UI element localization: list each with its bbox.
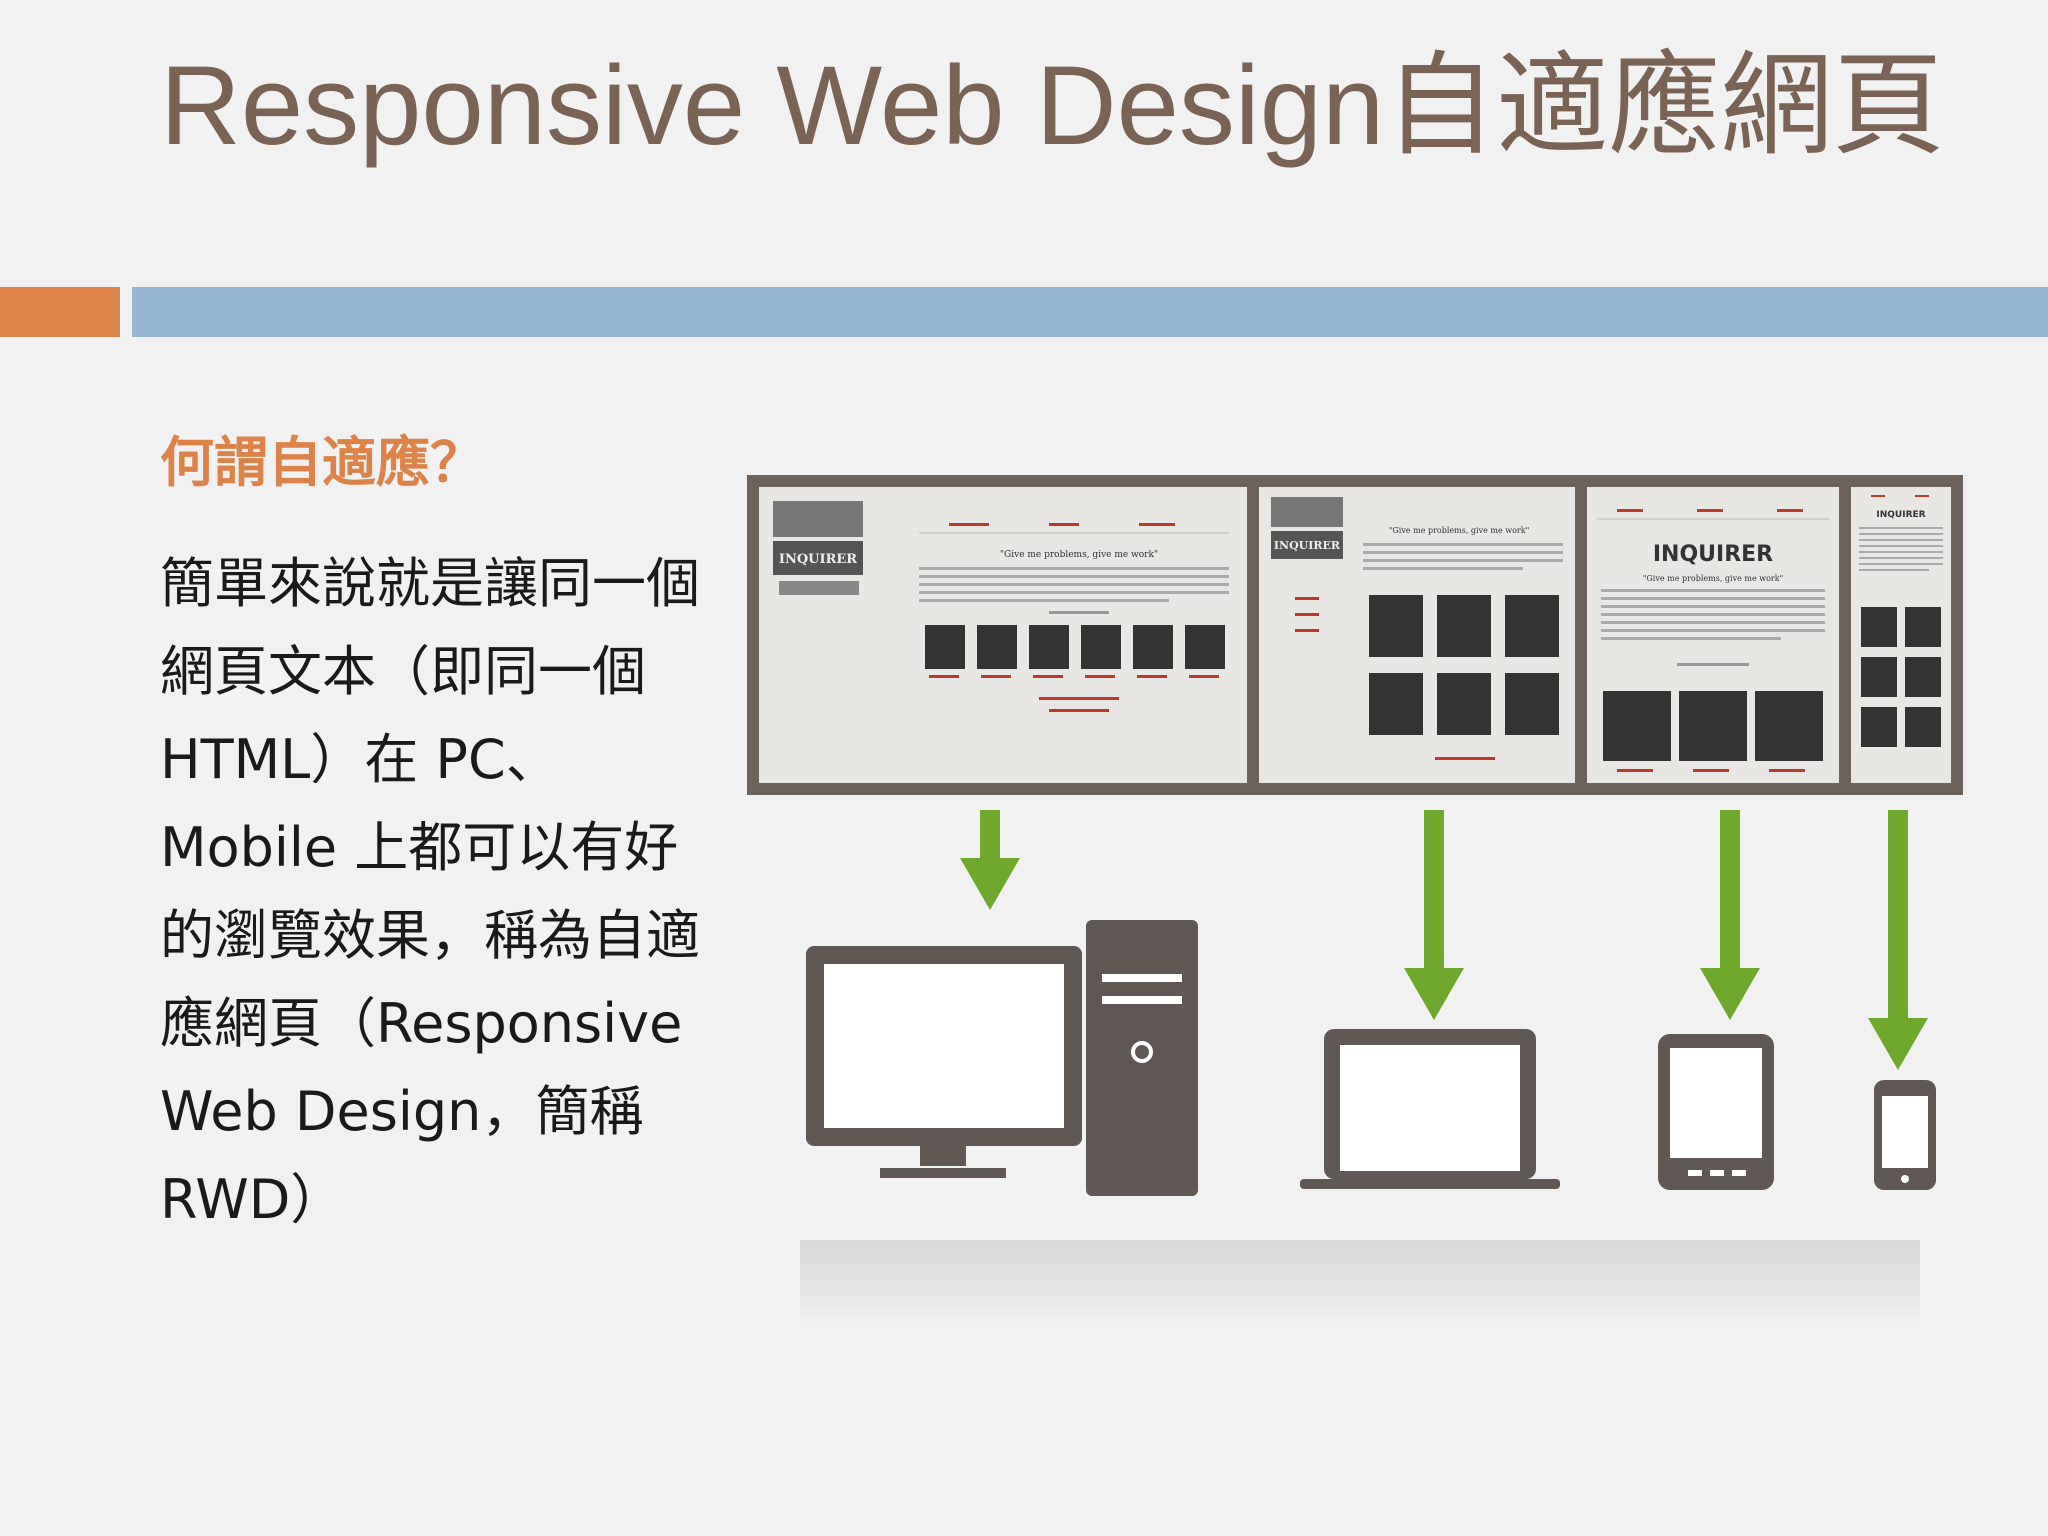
headline-text: "Give me problems, give me work" — [1389, 526, 1530, 535]
desktop-computer-icon — [806, 920, 1198, 1196]
body-paragraph: 簡單來說就是讓同一個網頁文本（即同一個HTML）在 PC、Mobile 上都可以… — [160, 552, 700, 1231]
screens-strip: INQUIRER "Give me problems, give me work… — [747, 475, 1963, 795]
headline-text: "Give me problems, give me work" — [1000, 550, 1158, 560]
arrow-down-icon — [960, 810, 1020, 910]
laptop-icon — [1300, 1029, 1560, 1189]
title-accent-bar-blue — [132, 287, 2048, 337]
title-accent-bar-orange — [0, 287, 120, 337]
device-reflection — [800, 1240, 1920, 1330]
phone-layout-screenshot: INQUIRER — [1851, 487, 1951, 783]
arrow-down-icon — [1404, 810, 1464, 1020]
tablet-icon — [1658, 1034, 1774, 1190]
masthead-text: INQUIRER — [1653, 542, 1773, 567]
arrow-down-icon — [1700, 810, 1760, 1020]
laptop-layout-screenshot: INQUIRER "Give me problems, give me work… — [1259, 487, 1575, 783]
headline-text: "Give me problems, give me work" — [1643, 574, 1784, 583]
smartphone-icon — [1874, 1080, 1936, 1190]
masthead-text: INQUIRER — [779, 552, 857, 567]
tablet-layout-screenshot: INQUIRER "Give me problems, give me work… — [1587, 487, 1839, 783]
arrow-down-icon — [1868, 810, 1928, 1070]
slide-title: Responsive Web Design自適應網頁 — [160, 43, 1945, 168]
masthead-text: INQUIRER — [1274, 539, 1341, 552]
masthead-text: INQUIRER — [1876, 510, 1925, 520]
subheading: 何謂自適應？ — [160, 431, 484, 494]
responsive-design-illustration: INQUIRER "Give me problems, give me work… — [740, 470, 1970, 1330]
desktop-layout-screenshot: INQUIRER "Give me problems, give me work… — [759, 487, 1247, 783]
